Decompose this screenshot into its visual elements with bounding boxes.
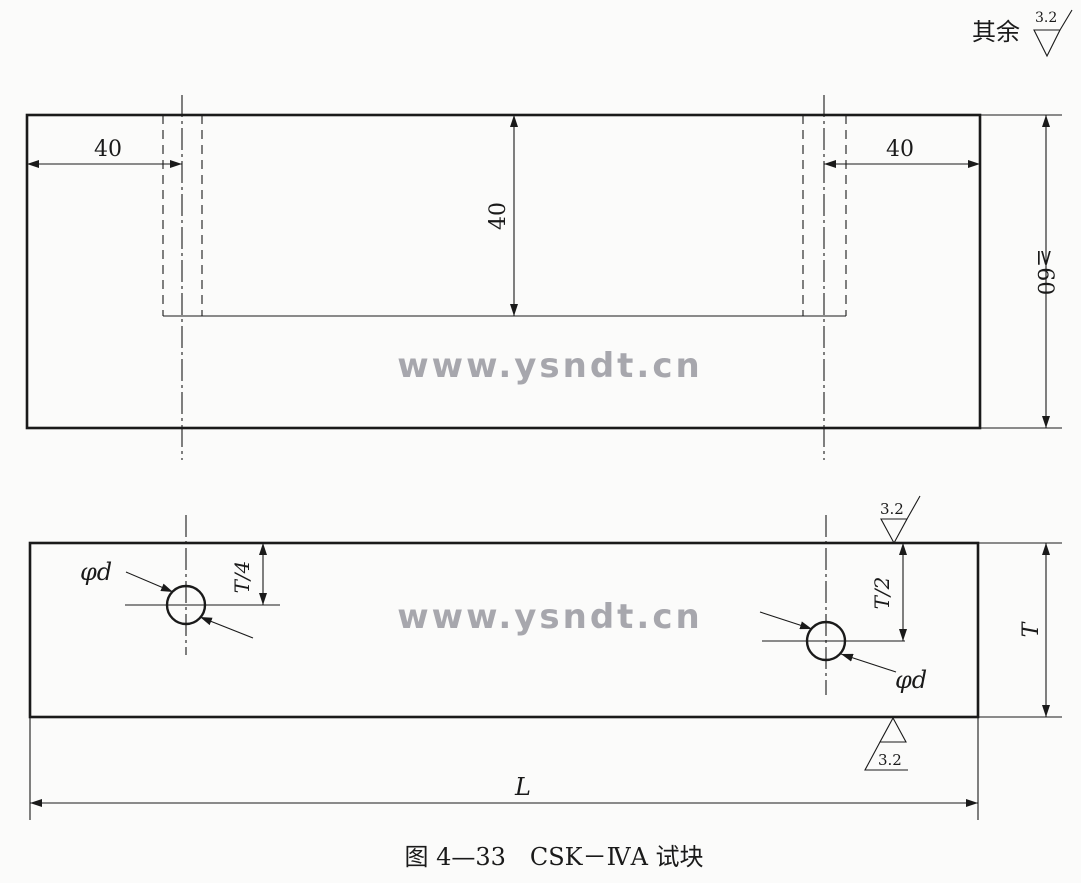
roughness-mark-bottom: 3.2 xyxy=(864,716,908,771)
dim-height-label: ≥60 xyxy=(1032,249,1057,295)
roughness-note-general: 其余 3.2 xyxy=(972,9,1073,58)
roughness-bottom-icon xyxy=(864,716,908,771)
dim-half-label: T/2 xyxy=(870,577,894,610)
roughness-note-label: 其余 xyxy=(972,18,1020,46)
dim-quarter-label: T/4 xyxy=(230,561,254,594)
dim-right-label: 40 xyxy=(886,137,914,162)
watermark-bottom: www.ysndt.cn xyxy=(397,597,702,637)
leader-hole-right-lower xyxy=(840,653,897,673)
leader-hole-left-lower xyxy=(199,616,254,639)
side-view: φd T/4 φd T/2 3.2 3.2 T L xyxy=(28,495,1062,820)
hole-right-diameter-label: φd xyxy=(895,666,927,694)
side-view-outline xyxy=(28,541,980,719)
roughness-bottom-value: 3.2 xyxy=(878,751,902,769)
dim-thickness-label: T xyxy=(1019,620,1044,637)
leader-hole-right-upper xyxy=(759,611,813,630)
dim-depth-label: 40 xyxy=(486,202,511,230)
hole-left-diameter-label: φd xyxy=(80,558,112,586)
roughness-symbol-icon xyxy=(1033,9,1073,58)
roughness-note-value: 3.2 xyxy=(1035,10,1057,26)
roughness-mark-top: 3.2 xyxy=(880,495,921,545)
dim-length-label: L xyxy=(514,773,531,801)
figure-caption: 图 4—33 CSK－ⅣA 试块 xyxy=(404,843,703,871)
dim-left-label: 40 xyxy=(94,137,122,162)
watermark-top: www.ysndt.cn xyxy=(397,346,702,386)
top-view: 40 40 40 ≥60 www.ysndt.cn xyxy=(25,95,1062,460)
roughness-top-value: 3.2 xyxy=(880,500,904,518)
top-view-outline xyxy=(25,113,982,430)
leader-hole-left-upper xyxy=(125,571,174,593)
roughness-top-icon xyxy=(880,495,921,545)
